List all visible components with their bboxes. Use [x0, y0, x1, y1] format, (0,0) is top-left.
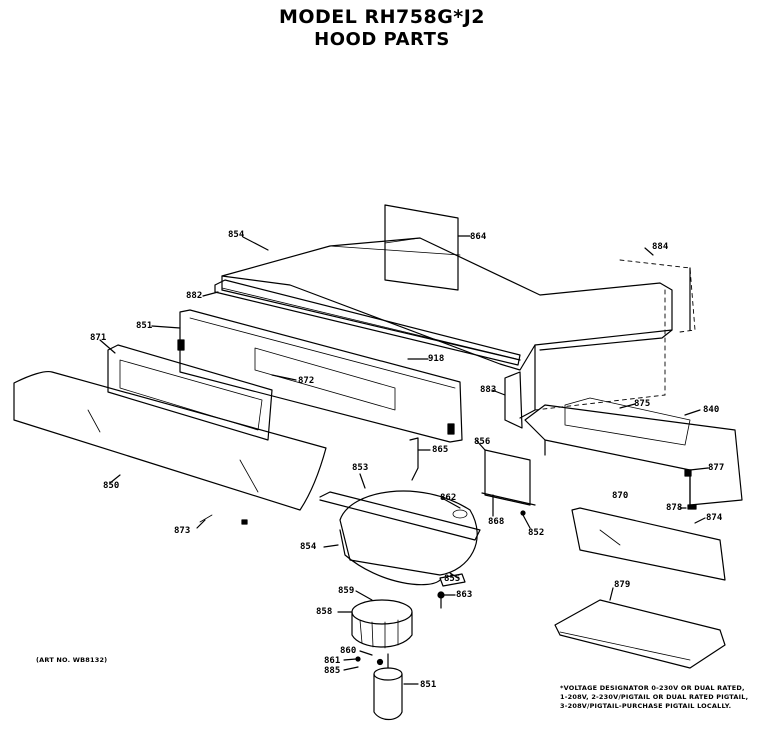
label-882: 882	[186, 291, 203, 301]
label-852: 852	[528, 528, 545, 538]
label-855: 855	[444, 574, 461, 584]
label-874: 874	[706, 513, 723, 523]
part-854-hood-body	[221, 237, 673, 419]
label-850: 850	[103, 481, 120, 491]
label-864: 864	[470, 232, 487, 242]
label-860: 860	[340, 646, 357, 656]
part-865-clip	[409, 437, 419, 481]
label-854-lower: 854	[300, 542, 317, 552]
label-871: 871	[90, 333, 107, 343]
label-918: 918	[428, 354, 445, 364]
label-879: 879	[614, 580, 631, 590]
leader-lines	[99, 235, 709, 685]
label-878: 878	[666, 503, 683, 513]
label-858: 858	[316, 607, 333, 617]
part-856-panel	[481, 449, 536, 506]
label-863: 863	[456, 590, 473, 600]
label-840: 840	[703, 405, 720, 415]
label-877: 877	[708, 463, 725, 473]
label-865: 865	[432, 445, 449, 455]
part-879-lower-plate	[554, 599, 726, 669]
part-851-motor	[373, 653, 403, 721]
part-883-bracket	[504, 371, 523, 429]
part-871-filter-frame	[107, 344, 273, 441]
label-862: 862	[440, 493, 457, 503]
voltage-note-line-3: 3-208V/PIGTAIL-PURCHASE PIGTAIL LOCALLY.	[560, 702, 732, 710]
small-hardware	[199, 469, 697, 662]
label-868: 868	[488, 517, 505, 527]
label-870: 870	[612, 491, 629, 501]
part-851-control-panel	[177, 309, 463, 443]
label-884: 884	[652, 242, 669, 252]
label-872: 872	[298, 376, 315, 386]
part-850-front-trim	[13, 370, 327, 511]
label-856: 856	[474, 437, 491, 447]
voltage-note: *VOLTAGE DESIGNATOR 0-230V OR DUAL RATED…	[560, 684, 748, 711]
voltage-note-line-2: 1-208V, 2-230V/PIGTAIL OR DUAL RATED PIG…	[560, 693, 749, 701]
label-885: 885	[324, 666, 341, 676]
label-854: 854	[228, 230, 245, 240]
label-853: 853	[352, 463, 369, 473]
label-859: 859	[338, 586, 355, 596]
label-883: 883	[480, 385, 497, 395]
label-873: 873	[174, 526, 191, 536]
part-864-back-plate	[384, 204, 459, 291]
model-title: MODEL RH758G*J2	[278, 6, 486, 28]
part-882-rail	[214, 279, 521, 366]
part-853-blower-housing	[319, 490, 481, 586]
label-851-top: 851	[136, 321, 153, 331]
part-858-blower-wheel	[351, 599, 413, 649]
art-number: (ART NO. WB8132)	[36, 656, 108, 664]
voltage-note-line-1: *VOLTAGE DESIGNATOR 0-230V OR DUAL RATED…	[560, 684, 745, 692]
part-863-screw	[437, 591, 445, 609]
label-875: 875	[634, 399, 651, 409]
label-861: 861	[324, 656, 341, 666]
label-851-motor: 851	[420, 680, 437, 690]
part-884-side-panel	[619, 259, 696, 333]
section-title: HOOD PARTS	[314, 29, 450, 50]
part-874-mounting-plate	[571, 507, 726, 581]
